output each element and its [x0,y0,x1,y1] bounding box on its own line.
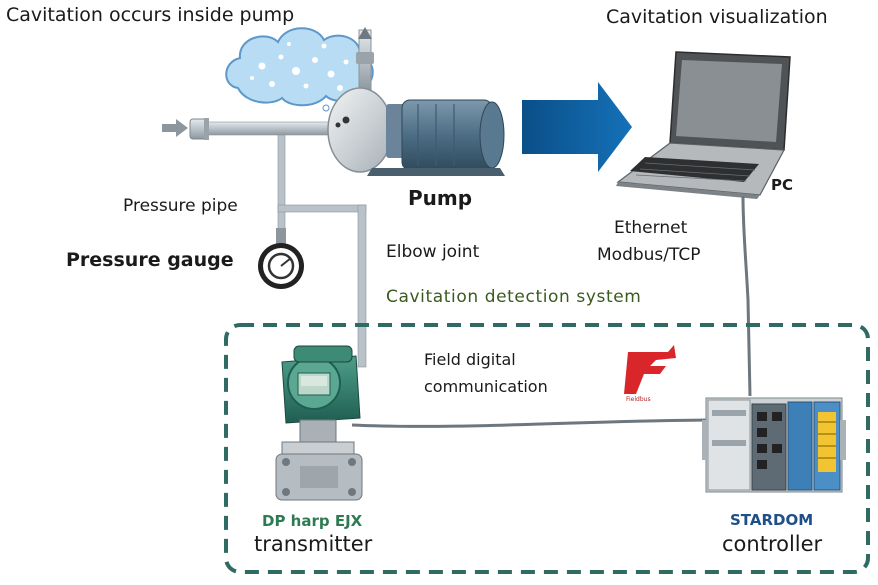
ethernet-label: Ethernet [614,218,688,238]
stardom-label: STARDOM [730,511,814,529]
detection-system-label: Cavitation detection system [386,287,642,307]
controller-icon [702,397,846,493]
pressure-pipe [277,134,367,368]
inlet-pipe [162,118,347,140]
communication-label: communication [424,377,548,396]
fieldbus-logo-icon [624,345,676,394]
field-digital-label: Field digital [424,350,516,369]
fieldbus-logo-text: Fieldbus [626,396,651,403]
pressure-pipe-label: Pressure pipe [123,196,238,216]
pc-label: PC [771,176,794,194]
controller-label: controller [722,532,823,556]
pressure-gauge-icon [258,228,304,289]
cavitation-inside-pump-label: Cavitation occurs inside pump [6,4,295,26]
modbus-label: Modbus/TCP [597,245,701,265]
field-communication-cable [351,418,717,428]
pump-label: Pump [408,186,473,210]
detection-system-border [224,323,870,574]
transmitter-icon [275,345,363,501]
elbow-joint-label: Elbow joint [386,242,480,262]
ethernet-cable [741,195,752,397]
dp-harp-label: DP harp EJX [262,512,363,530]
pump-icon [327,27,505,176]
arrow-right-icon [522,82,632,172]
transmitter-label: transmitter [254,532,373,556]
laptop-icon [616,51,791,199]
cavitation-visualization-label: Cavitation visualization [606,6,828,28]
pressure-gauge-label: Pressure gauge [66,249,234,271]
